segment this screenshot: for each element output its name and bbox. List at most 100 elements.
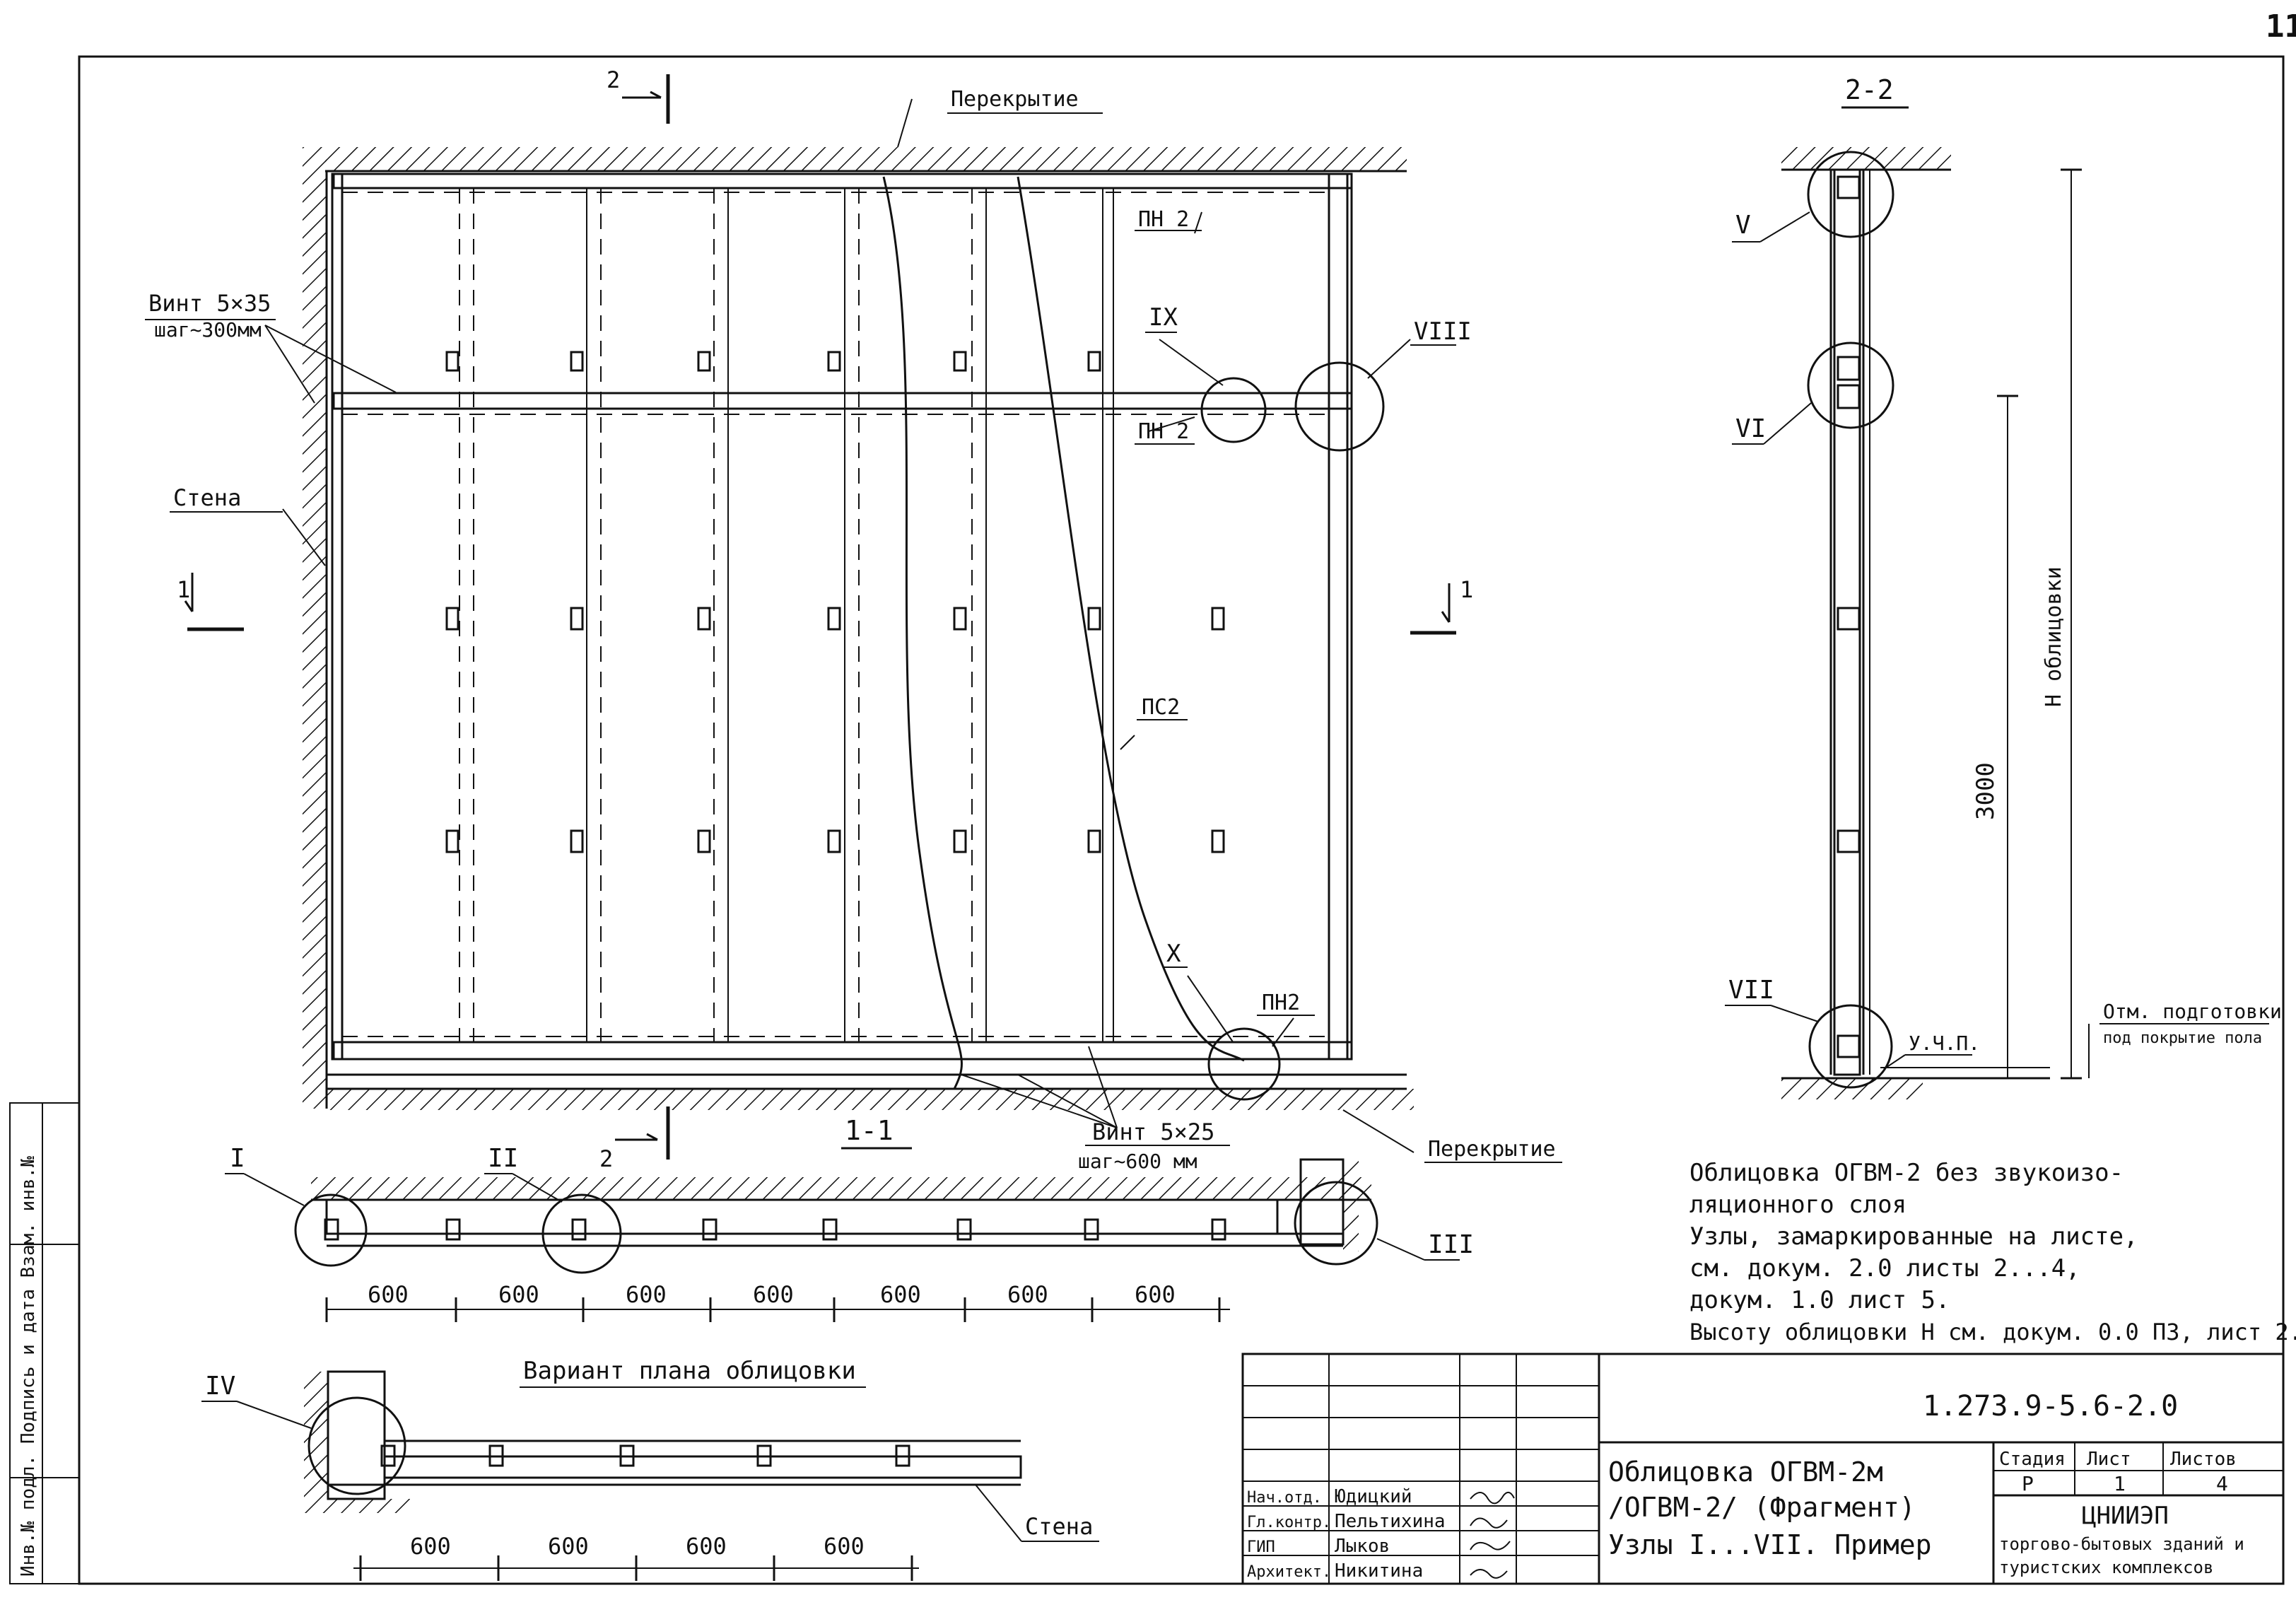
sheets-header: Листов [2170,1449,2237,1470]
signature [1470,1569,1508,1579]
title-line: Облицовка ОГВМ-2м [1608,1456,1883,1488]
dim-3000: 3000 [1972,762,2000,820]
drawing-code: 1.273.9-5.6-2.0 [1923,1390,2178,1423]
side-stamp-text: Инв.№ подл. Подпись и дата Взам. инв.№ [18,1156,39,1577]
label-vint-top-a: Винт 5×35 [148,290,271,317]
stage-value: Р [2022,1472,2034,1495]
node-label-vii: VII [1728,976,1774,1005]
person-role: Архитект. [1247,1563,1331,1581]
node-label-iii: III [1428,1230,1474,1259]
node-label-vi: VI [1735,414,1766,443]
variant-dim: 600 [410,1533,451,1560]
variant-dim-ticks [359,1555,913,1581]
stud-clips [445,351,1225,853]
note-line: Узлы, замаркированные на листе, [1689,1222,2138,1251]
node-circle-i [294,1193,368,1267]
node-circle-v [1807,151,1894,238]
plan-dim-ticks [325,1297,1221,1322]
person-name: Пельтихина [1335,1511,1446,1532]
person-name: Юдицкий [1335,1486,1412,1507]
label-stena-plan: Стена [1025,1513,1093,1540]
stage-header: Стадия [1999,1449,2066,1470]
label-otm-a: Отм. подготовки [2103,1000,2282,1023]
signature [1470,1541,1511,1550]
node-label-viii: VIII [1414,317,1472,346]
node-label-ii: II [488,1144,518,1173]
cut-2-2-label: 2-2 [1845,74,1894,105]
label-vint-bot-a: Винт 5×25 [1092,1119,1214,1145]
variant-dim: 600 [824,1533,865,1560]
plan-dim: 600 [368,1281,409,1308]
signature [1470,1491,1515,1505]
node-circle-vi [1807,341,1894,429]
node-circle-iii [1294,1181,1378,1266]
plan-dim: 600 [498,1281,539,1308]
node-label-v: V [1735,211,1751,240]
stud-lines [342,188,1329,1042]
floor-slab [325,1089,1414,1110]
plan-dim: 600 [753,1281,794,1308]
label-uchp: У.Ч.П. [1909,1032,1980,1055]
node-label-x: X [1166,940,1181,968]
section-2-2: 2-2 V VI VII [1725,74,2282,1099]
section-1-1: 1-1 I II III [225,1115,1474,1322]
plan-dim: 600 [1007,1281,1048,1308]
sheet-value: 1 [2114,1472,2126,1495]
person-name: Лыков [1335,1536,1390,1557]
left-wall [303,147,327,1109]
node-label-i: I [230,1144,245,1173]
side-clips [1837,175,1861,1058]
label-vint-bot-b: шаг~600 мм [1078,1150,1197,1173]
plan-clips [324,1218,1226,1241]
sheets-value: 4 [2216,1472,2228,1495]
node-circle-iv [308,1396,406,1495]
node-label-iv: IV [205,1372,235,1401]
mark-1-left: 1 [177,576,190,603]
label-stena-left: Стена [173,484,241,511]
variant-dim: 600 [548,1533,589,1560]
label-pn2-b: ПН 2 [1138,419,1189,444]
title-line: /ОГВМ-2/ (Фрагмент) [1608,1492,1916,1523]
variant-title: Вариант плана облицовки [523,1357,856,1385]
person-role: Гл.контр. [1247,1514,1331,1531]
node-circle-vii [1808,1004,1893,1089]
main-elevation: Перекрытие ПН 2 ПН 2 ПС2 ПН2 IX VIII X В… [145,66,1562,1173]
label-ps2: ПС2 [1142,695,1180,720]
note-line: ляционного слоя [1689,1191,1906,1219]
page-number: 11 [2266,8,2296,45]
mark-2-top: 2 [607,66,620,93]
note-line: Облицовка ОГВМ-2 без звукоизо- [1689,1159,2124,1187]
mark-1-right: 1 [1460,576,1473,603]
label-pn2-c: ПН2 [1262,991,1300,1015]
variant-clips [380,1444,910,1467]
person-name: Никитина [1335,1560,1423,1582]
mark-2-bottom: 2 [599,1145,613,1172]
org-line: туристских комплексов [1999,1558,2213,1577]
note-line: Высоту облицовки H см. докум. 0.0 ПЗ, ли… [1689,1319,2296,1345]
note-line: см. докум. 2.0 листы 2...4, [1689,1254,2080,1283]
ceiling-slab [325,147,1407,171]
plan-dim: 600 [626,1281,667,1308]
h-label: H облицовки [2042,566,2066,707]
note-line: докум. 1.0 лист 5. [1689,1286,1950,1314]
node-circle-ix [1200,377,1267,443]
title-line: Узлы I...VII. Пример [1608,1529,1932,1560]
label-vint-top-b: шаг~300мм [154,318,262,341]
label-perekrytie-top: Перекрытие [951,87,1079,112]
sheet-frame: 11 [78,8,2296,1585]
label-perekrytie-bottom: Перекрытие [1428,1137,1556,1162]
org-line: торгово-бытовых зданий и [1999,1534,2244,1554]
variant-dim: 600 [686,1533,727,1560]
plan-dim: 600 [880,1281,921,1308]
sheet-header: Лист [2087,1449,2131,1470]
node-circle-ii [541,1193,622,1274]
plan-dim: 600 [1135,1281,1176,1308]
label-pn2-a: ПН 2 [1138,207,1189,232]
node-circle-x [1207,1027,1281,1101]
node-label-ix: IX [1149,303,1178,332]
title-block: 1.273.9-5.6-2.0 Нач.отд. Юдицкий Гл.конт… [1241,1353,2285,1585]
node-circle-viii [1294,361,1385,452]
notes: Облицовка ОГВМ-2 без звукоизо- ляционног… [1689,1159,2296,1345]
person-role: Нач.отд. [1247,1489,1322,1507]
cut-1-1-label: 1-1 [845,1115,894,1146]
